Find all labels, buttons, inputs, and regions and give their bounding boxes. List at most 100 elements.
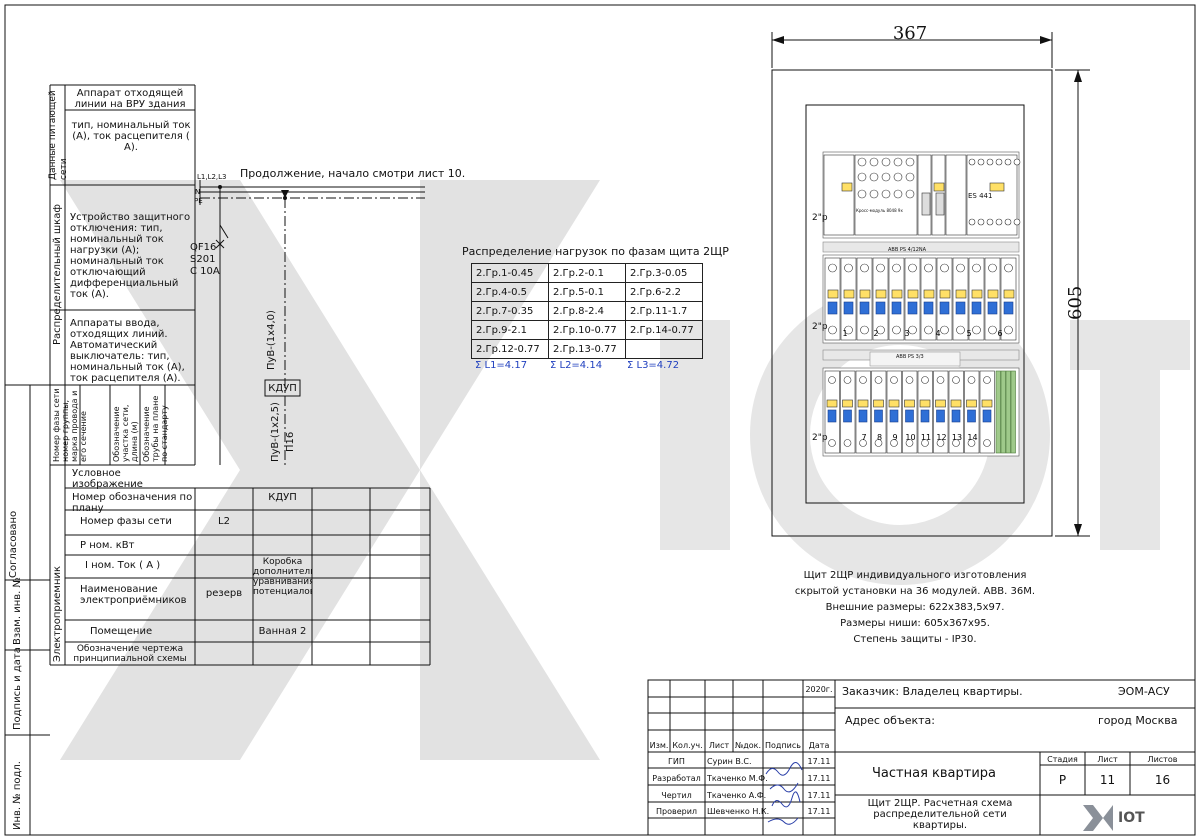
panel-description-1: Щит 2ЩР индивидуального изготовления: [803, 570, 1027, 581]
load-row: 2.Гр.7-0.35 2.Гр.8-2.4 2.Гр.11-1.7: [471, 301, 703, 321]
signer-date: 17.11: [807, 791, 831, 800]
signer-role: Чертил: [661, 791, 692, 800]
terminal-screw: [983, 376, 991, 384]
section-outgoing-apparatus: Аппарат отходящей линии на ВРУ здания: [74, 88, 186, 110]
panel-module: [857, 399, 869, 408]
panel-module: [936, 409, 945, 423]
module-number: 14: [967, 433, 977, 442]
load-row: 2.Гр.12-0.77 2.Гр.13-0.77: [471, 339, 703, 359]
terminal-screw: [1004, 158, 1012, 166]
title-city: город Москва: [1098, 714, 1178, 727]
load-cell: [625, 339, 703, 359]
signer-name: Ткаченко М.Ф.: [707, 774, 768, 783]
panel-module: [888, 257, 905, 341]
panel-module: [827, 289, 839, 299]
terminal-screw: [952, 439, 960, 447]
row-label-plan-number: Номер обозначения по плану: [72, 492, 193, 514]
signer-date: 17.11: [807, 757, 831, 766]
consumer-kdup-description: Коробка дополнительного уравнивания поте…: [253, 557, 312, 597]
module-number: 7: [861, 433, 866, 442]
module-number: 9: [892, 433, 897, 442]
terminal-screw: [881, 189, 891, 199]
panel-module: [822, 241, 1020, 253]
panel-module: [1000, 257, 1017, 341]
terminal-screw: [857, 189, 867, 199]
panel-module: [840, 257, 857, 341]
panel-module: [872, 257, 889, 341]
module-number: 2: [873, 329, 878, 338]
terminal-screw: [892, 325, 901, 335]
section-type-current: тип, номинальный ток (А), ток расцепител…: [71, 120, 191, 153]
module-number: 5: [966, 329, 971, 338]
bus-label-phases: L1,L2,L3: [197, 173, 227, 181]
signer-name: Сурин В.С.: [707, 757, 752, 766]
panel-module: [952, 257, 969, 341]
terminal-screw: [860, 263, 869, 273]
bus-label-pe: PE: [194, 197, 203, 205]
terminal-screw: [968, 158, 976, 166]
terminal-screw: [967, 376, 976, 384]
din-label-2: ABB PS 3/3: [896, 354, 924, 360]
title-doc-title: Щит 2ЩР. Расчетная схема распределительн…: [867, 798, 1013, 831]
row-label-consumer-name: Наименование электроприёмников: [80, 584, 187, 606]
terminal-screw: [908, 325, 917, 335]
terminal-screw: [983, 439, 991, 447]
terminal-screw: [967, 439, 976, 447]
panel-module: [843, 301, 854, 315]
panel-description-5: Степень защиты - IP30.: [853, 634, 977, 645]
signer-date: 17.11: [807, 807, 831, 816]
panel-module: [907, 301, 918, 315]
signer-role: Разработал: [652, 774, 701, 783]
terminal-screw: [893, 189, 903, 199]
panel-module: [939, 289, 951, 299]
load-cell: 2.Гр.12-0.77: [471, 339, 549, 359]
panel-module: [935, 192, 945, 216]
terminal-screw: [876, 325, 885, 335]
terminal-screw: [921, 439, 929, 447]
panel-description-3: Внешние размеры: 622х383,5х97.: [825, 602, 1005, 613]
panel-module: [907, 289, 919, 299]
header-change: Изм.: [649, 741, 669, 750]
panel-module: [905, 409, 914, 423]
header-date: Дата: [808, 741, 830, 750]
width-dimension: 367: [892, 23, 928, 44]
sum-l1: Σ L1=4.17: [475, 360, 528, 371]
breaker-id: QF16: [190, 242, 217, 253]
module-number: 6: [997, 329, 1002, 338]
terminal-screw: [859, 376, 867, 384]
row-label-symbol: Условное изображение: [72, 468, 143, 490]
terminal-screw: [1004, 263, 1013, 273]
continuation-note: Продолжение, начало смотри лист 10.: [240, 167, 466, 180]
terminal-screw: [977, 158, 985, 166]
header-sheet: Лист: [708, 741, 730, 750]
terminal-screw: [881, 157, 891, 167]
terminal-screw: [857, 157, 867, 167]
sheet-label: Лист: [1097, 755, 1118, 764]
title-object: Частная квартира: [872, 766, 996, 781]
header-count: Кол.уч.: [672, 741, 703, 750]
panel-module: [888, 399, 900, 408]
panel-module: [936, 257, 953, 341]
row-label-current: I ном. Ток ( А ): [85, 560, 161, 571]
panel-module: [981, 399, 993, 408]
terminal-screw: [892, 263, 901, 273]
module-number: 12: [936, 433, 946, 442]
panel-module: [920, 409, 930, 423]
panel-module: [967, 409, 976, 423]
sheets-label: Листов: [1147, 755, 1178, 764]
terminal-screw: [857, 172, 867, 182]
panel-module: [989, 182, 1005, 192]
terminal-screw: [905, 172, 915, 182]
panel-module: [1000, 370, 1006, 454]
panel-module: [859, 289, 871, 299]
terminal-screw: [844, 325, 853, 335]
panel-module: [923, 301, 934, 315]
load-row: 2.Гр.1-0.45 2.Гр.2-0.1 2.Гр.3-0.05: [471, 263, 703, 283]
panel-module: [919, 399, 931, 408]
module-cross: Кросс-модуль 8048 9х: [856, 208, 903, 213]
terminal-screw: [936, 376, 945, 384]
consumer-reserve: резерв: [205, 588, 243, 599]
terminal-screw: [881, 172, 891, 182]
